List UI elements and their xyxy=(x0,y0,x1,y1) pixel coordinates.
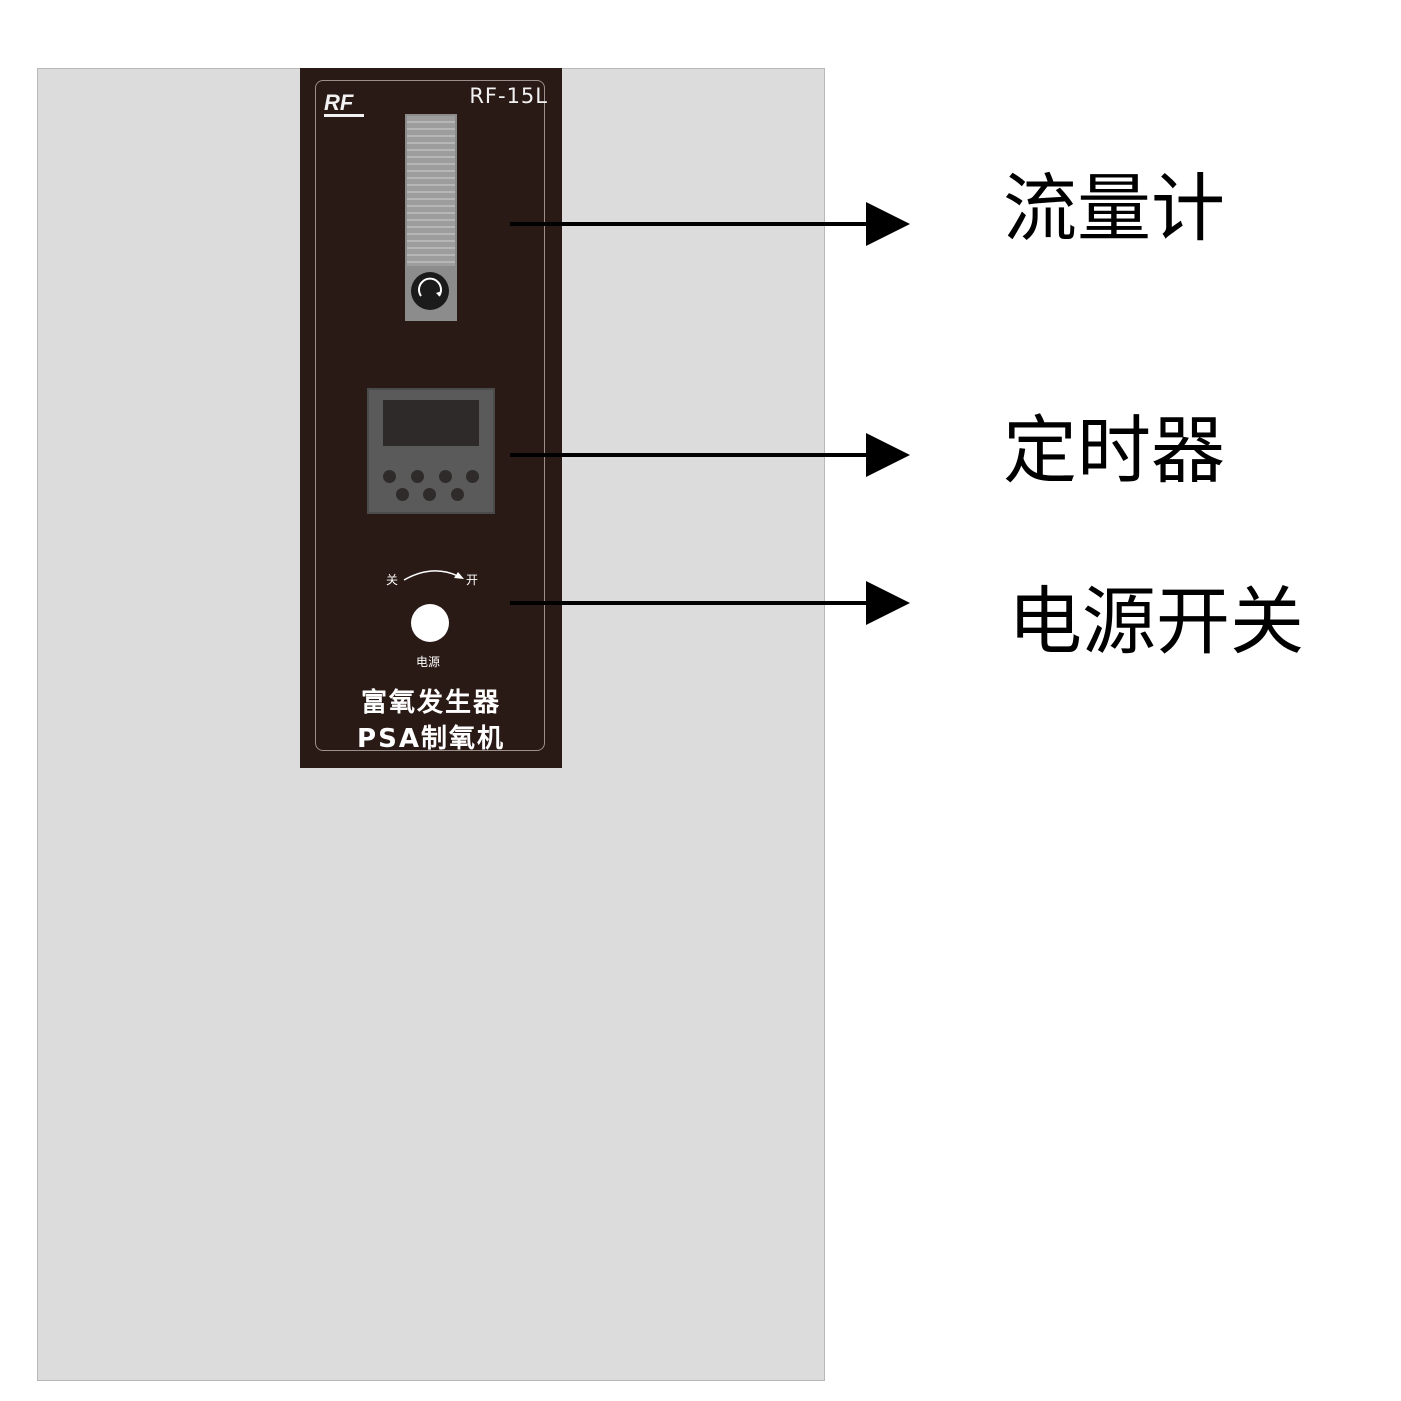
timer-button[interactable] xyxy=(451,488,464,501)
rf-logo-icon: RF xyxy=(324,90,364,117)
flowmeter-callout: 流量计 xyxy=(1003,166,1225,252)
flow-knob-icon xyxy=(418,277,442,297)
timer-callout: 定时器 xyxy=(1003,408,1225,494)
timer-button[interactable] xyxy=(411,470,424,483)
flow-knob[interactable] xyxy=(411,272,449,310)
flowmeter-arrow xyxy=(510,202,910,246)
power-switch-arrow xyxy=(510,581,910,625)
timer-button[interactable] xyxy=(383,470,396,483)
timer-button[interactable] xyxy=(423,488,436,501)
model-label: RF-15L xyxy=(469,84,548,108)
power-switch-knob[interactable] xyxy=(411,604,449,642)
timer-button[interactable] xyxy=(396,488,409,501)
timer-arrow xyxy=(510,433,910,477)
timer-module xyxy=(367,388,495,514)
control-panel: RF RF-15L 关 开 电源 富氧发生器 PSA制氧机 xyxy=(300,68,562,768)
timer-display xyxy=(383,400,479,446)
timer-button[interactable] xyxy=(439,470,452,483)
switch-direction-arrow-icon xyxy=(403,570,464,581)
panel-frame xyxy=(315,80,545,751)
power-switch-area: 关 开 电源 xyxy=(300,68,562,768)
product-subtitle: PSA制氧机 xyxy=(357,724,505,754)
flowmeter-tube xyxy=(407,116,455,266)
product-name: 富氧发生器 xyxy=(360,688,501,718)
svg-text:RF: RF xyxy=(324,90,354,115)
power-switch-callout: 电源开关 xyxy=(1008,579,1304,665)
switch-caption: 电源 xyxy=(416,655,441,669)
switch-off-label: 关 xyxy=(386,573,399,587)
flowmeter xyxy=(405,114,457,321)
switch-on-label: 开 xyxy=(466,573,479,587)
timer-button[interactable] xyxy=(466,470,479,483)
